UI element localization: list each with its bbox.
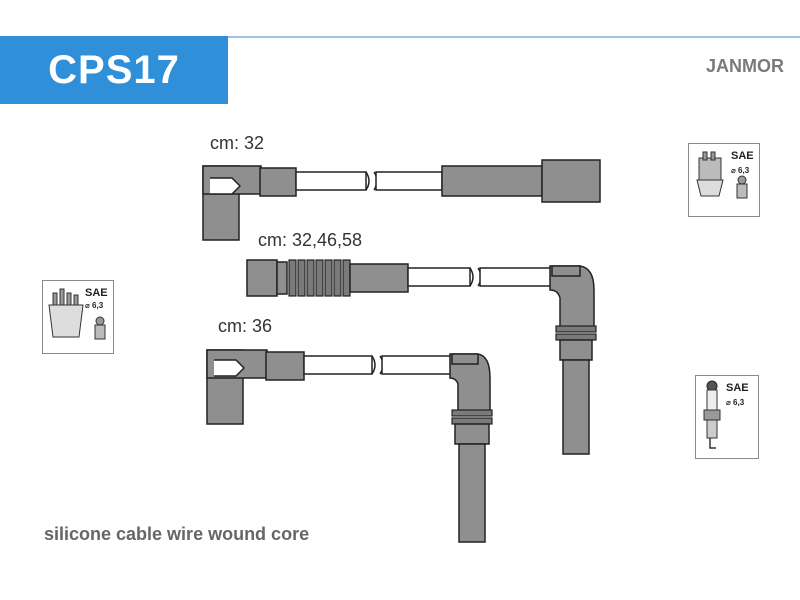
terminal-diameter: ⌀ 6,3	[85, 301, 104, 310]
cable-3-wire-left	[303, 355, 373, 375]
cable-1	[202, 159, 601, 241]
terminal-card-spark-plug: SAE ⌀ 6,3	[695, 375, 759, 459]
cable-3-angled-boot	[206, 349, 305, 425]
cable-3	[206, 349, 493, 543]
cable-1-wire-left	[295, 171, 367, 191]
cable-2-ribbed-boot	[246, 259, 409, 297]
cable-1-angled-boot	[202, 165, 297, 241]
cable-3-wire-right	[381, 355, 453, 375]
terminal-diameter: ⌀ 6,3	[726, 398, 745, 407]
brand-name: JANMOR	[705, 56, 784, 76]
spark-plug-icon	[703, 380, 721, 449]
cable-label-3: cm: 36	[218, 316, 273, 336]
cable-2-wire-right	[479, 267, 553, 287]
terminal-standard: SAE	[731, 150, 754, 162]
cable-1-straight-boot	[441, 159, 601, 203]
terminal-standard: SAE	[726, 382, 749, 394]
product-code: CPS17	[48, 47, 180, 92]
terminal-card-distributor-left: SAE ⌀ 6,3	[42, 280, 114, 354]
cable-2	[246, 259, 597, 455]
header-divider	[228, 36, 800, 38]
cable-2-plug-boot	[549, 265, 597, 455]
terminal-card-distributor-right: SAE ⌀ 6,3	[688, 143, 760, 217]
product-code-box: CPS17	[0, 36, 228, 104]
cable-2-wire-left	[407, 267, 471, 287]
product-description: silicone cable wire wound core	[44, 524, 310, 544]
distributor-cap-icon	[48, 288, 106, 340]
terminal-diameter: ⌀ 6,3	[731, 166, 750, 175]
cable-label-1: cm: 32	[210, 133, 265, 153]
cable-label-2: cm: 32,46,58	[258, 230, 363, 250]
distributor-cap-icon	[696, 151, 748, 199]
cable-1-wire-right	[375, 171, 443, 191]
cable-3-plug-boot	[449, 353, 493, 543]
terminal-standard: SAE	[85, 287, 108, 299]
